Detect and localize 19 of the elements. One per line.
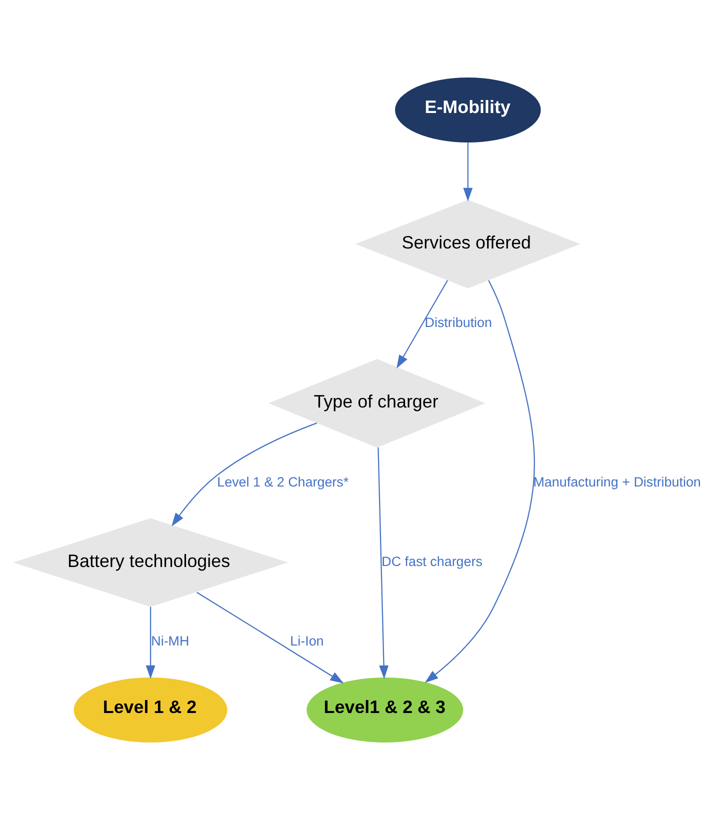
arrow bbox=[378, 446, 389, 678]
arrow bbox=[463, 142, 473, 201]
node-ellipse: Level1 & 2 & 3 bbox=[306, 676, 464, 742]
arrow bbox=[424, 280, 535, 682]
node-ellipse: E-Mobility bbox=[395, 76, 541, 142]
arrow bbox=[196, 591, 344, 683]
edge-label: Ni-MH bbox=[151, 633, 190, 648]
node-diamond: Services offered bbox=[356, 199, 580, 288]
edge-label: Distribution bbox=[424, 314, 492, 330]
edge-label: Manufacturing + Distribution bbox=[533, 474, 701, 489]
edge-label: Level 1 & 2 Chargers* bbox=[217, 474, 349, 489]
node-diamond: Type of charger bbox=[268, 358, 486, 448]
edge-label: DC fast chargers bbox=[382, 553, 482, 568]
arrow bbox=[146, 606, 156, 678]
node-ellipse: Level 1 & 2 bbox=[74, 676, 228, 742]
edge-label: Li-Ion bbox=[290, 633, 324, 648]
arrow bbox=[172, 422, 318, 526]
arrow bbox=[396, 280, 448, 368]
node-diamond: Battery technologies bbox=[13, 518, 288, 606]
